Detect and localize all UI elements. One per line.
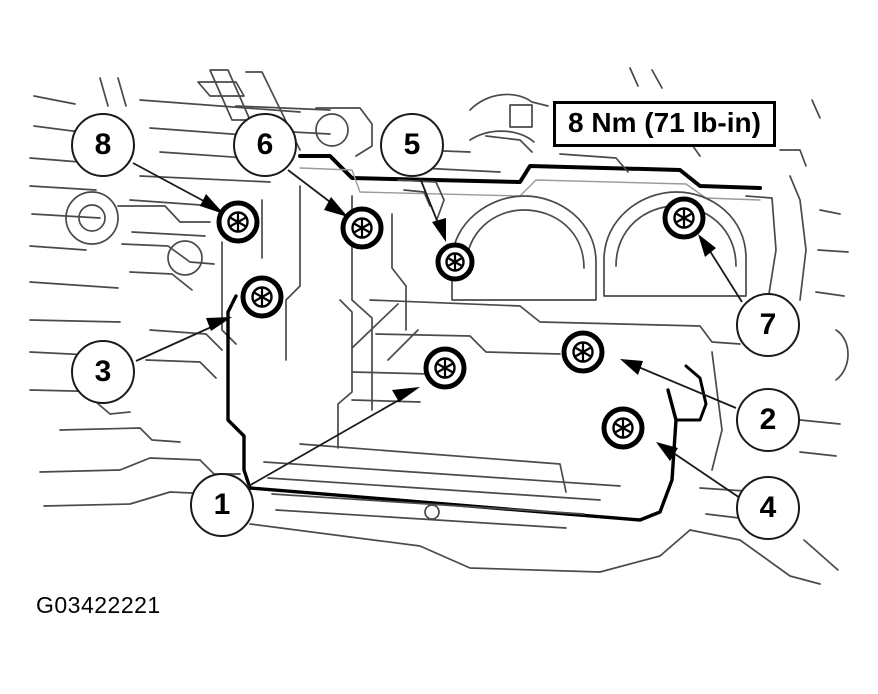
bolt-3 [240, 275, 284, 319]
callout-7[interactable]: 7 [736, 293, 800, 357]
callout-4[interactable]: 4 [736, 476, 800, 540]
callout-1-label: 1 [213, 488, 231, 521]
callout-8-label: 8 [94, 128, 112, 161]
bolt-7 [662, 196, 706, 240]
leader-1 [246, 387, 420, 488]
leader-line-group [132, 162, 743, 499]
bolt-8 [216, 200, 260, 244]
callout-7-label: 7 [759, 308, 777, 341]
bolt-4 [601, 406, 645, 450]
callout-3-label: 3 [94, 355, 112, 388]
leader-2 [620, 359, 737, 409]
callout-5-label: 5 [403, 128, 421, 161]
callout-2[interactable]: 2 [736, 388, 800, 452]
callout-8[interactable]: 8 [71, 113, 135, 177]
bolt-2 [561, 330, 605, 374]
leader-6 [287, 169, 348, 217]
callout-6-label: 6 [256, 128, 274, 161]
bolt-6 [340, 206, 384, 250]
figure-id-label: G03422221 [36, 592, 161, 618]
leader-4 [656, 442, 741, 499]
torque-spec-label: 8 Nm (71 lb-in) [553, 101, 776, 147]
leader-8 [132, 162, 224, 214]
bolt-1 [423, 346, 467, 390]
callout-2-label: 2 [759, 403, 777, 436]
callout-3[interactable]: 3 [71, 340, 135, 404]
callout-6[interactable]: 6 [233, 113, 297, 177]
callout-1[interactable]: 1 [190, 473, 254, 537]
leader-3 [135, 317, 232, 362]
leader-5 [419, 177, 446, 242]
fastener-group [216, 196, 706, 450]
leader-7 [698, 234, 743, 303]
bolt-5 [435, 242, 475, 282]
callout-5[interactable]: 5 [380, 113, 444, 177]
callout-4-label: 4 [759, 491, 777, 524]
